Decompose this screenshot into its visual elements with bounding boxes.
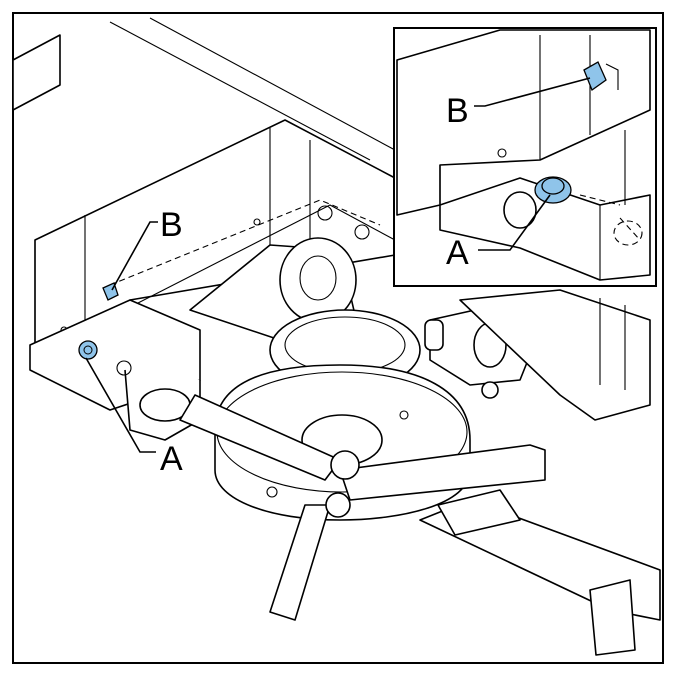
leader-a-inset <box>478 194 551 251</box>
right-frame <box>459 289 651 421</box>
rail-block <box>437 489 521 536</box>
inset-bore <box>503 191 537 229</box>
bolt-main-top <box>317 205 333 221</box>
leader-b-inset <box>474 77 591 107</box>
bolt-main-top <box>354 224 370 240</box>
handle-right <box>339 444 546 501</box>
inset-hole <box>497 148 507 158</box>
right-frame-ribs <box>599 298 626 390</box>
inset-bracket-lines <box>599 130 626 280</box>
disc-hole <box>266 486 278 498</box>
clip-b-inset <box>583 61 607 92</box>
clip-b-inset-tab <box>605 63 619 90</box>
inset-hidden <box>579 194 641 241</box>
label-b-main: B <box>160 206 183 244</box>
rail-end <box>589 579 636 656</box>
label-b-inset: B <box>446 92 469 130</box>
housing-hole <box>253 218 261 226</box>
linkage-sensor <box>424 319 444 351</box>
disc-hole <box>399 410 409 420</box>
inset-hidden-bolt <box>613 220 643 246</box>
top-plate-edges <box>109 17 396 161</box>
hub-nut <box>330 450 360 480</box>
handle-nut <box>325 492 351 518</box>
bolt-a-main <box>78 340 98 360</box>
leader-b-main <box>111 221 158 291</box>
top-plate-left <box>12 34 61 111</box>
leader-a-main <box>85 357 156 453</box>
linkage-bolt <box>481 381 499 399</box>
hidden-edge <box>109 199 381 286</box>
housing-ribs <box>34 128 311 360</box>
motor-end-inner <box>299 255 337 301</box>
bolt-main-secondary <box>116 360 132 376</box>
label-a-inset: A <box>446 234 469 272</box>
housing-lower-edge <box>84 204 396 331</box>
detail-inset <box>393 27 657 287</box>
handle-down <box>269 504 331 621</box>
label-a-main: A <box>160 440 183 478</box>
bolt-a-inset-head <box>541 177 565 195</box>
bolt-a-main-center <box>83 345 93 355</box>
main-illustration <box>12 17 661 656</box>
